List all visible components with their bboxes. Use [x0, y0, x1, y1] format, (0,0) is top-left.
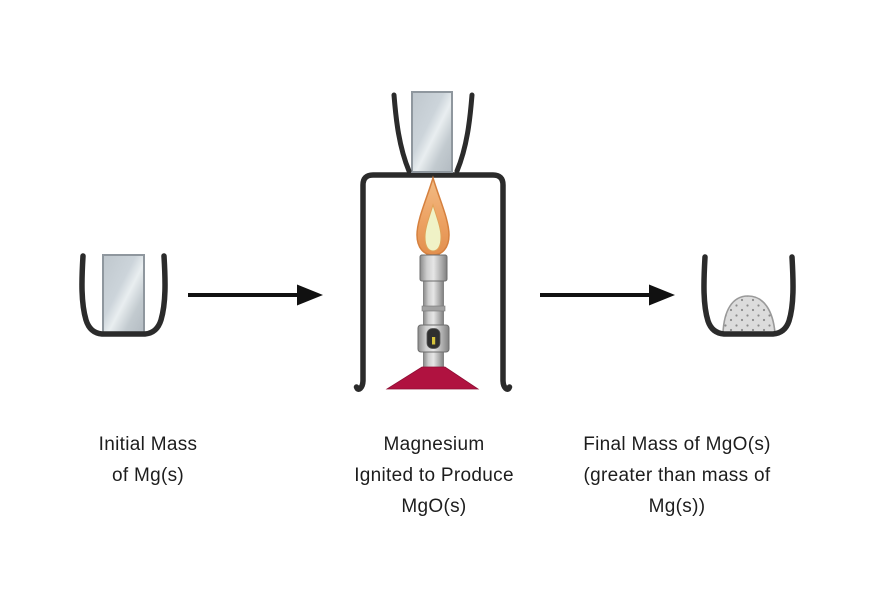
label-initial-mass: Initial Mass of Mg(s) — [38, 429, 258, 491]
mgo-powder-speckles — [723, 296, 775, 335]
crucible-right-wall — [454, 92, 475, 174]
arrow-head — [297, 284, 323, 306]
label-magnesium-ignited: Magnesium Ignited to Produce MgO(s) — [314, 429, 554, 522]
burner-band — [421, 305, 446, 312]
label-line: of Mg(s) — [111, 465, 185, 486]
burner-base — [385, 366, 480, 390]
label-final-mass: Final Mass of MgO(s) (greater than mass … — [547, 429, 807, 522]
mg-strip-heated-icon — [411, 91, 453, 173]
label-line: Magnesium — [383, 434, 485, 455]
label-line: Ignited to Produce — [354, 465, 514, 486]
crucible-outline — [79, 253, 168, 337]
label-line: (greater than mass of — [583, 465, 771, 486]
crucible-outline — [701, 254, 796, 337]
mg-strip-icon — [102, 254, 145, 336]
crucible-with-mg-icon — [79, 253, 168, 337]
label-line: MgO(s) — [401, 496, 467, 517]
burner-valve-flame-glow — [432, 337, 436, 345]
crucible-left-wall — [391, 92, 412, 174]
crucible-with-mgo-icon — [701, 254, 796, 337]
tripod-stand — [353, 172, 513, 392]
arrow-right-icon — [188, 284, 323, 306]
label-line: Mg(s)) — [648, 496, 706, 517]
bunsen-burner-icon — [385, 254, 480, 390]
arrow-right-icon — [540, 284, 675, 306]
label-line: Final Mass of MgO(s) — [583, 434, 771, 455]
label-line: Initial Mass — [98, 434, 198, 455]
flame-inner-icon — [424, 203, 442, 252]
arrow-head — [649, 284, 675, 306]
burner-collar — [419, 254, 448, 282]
ignition-apparatus-icon — [353, 91, 513, 392]
